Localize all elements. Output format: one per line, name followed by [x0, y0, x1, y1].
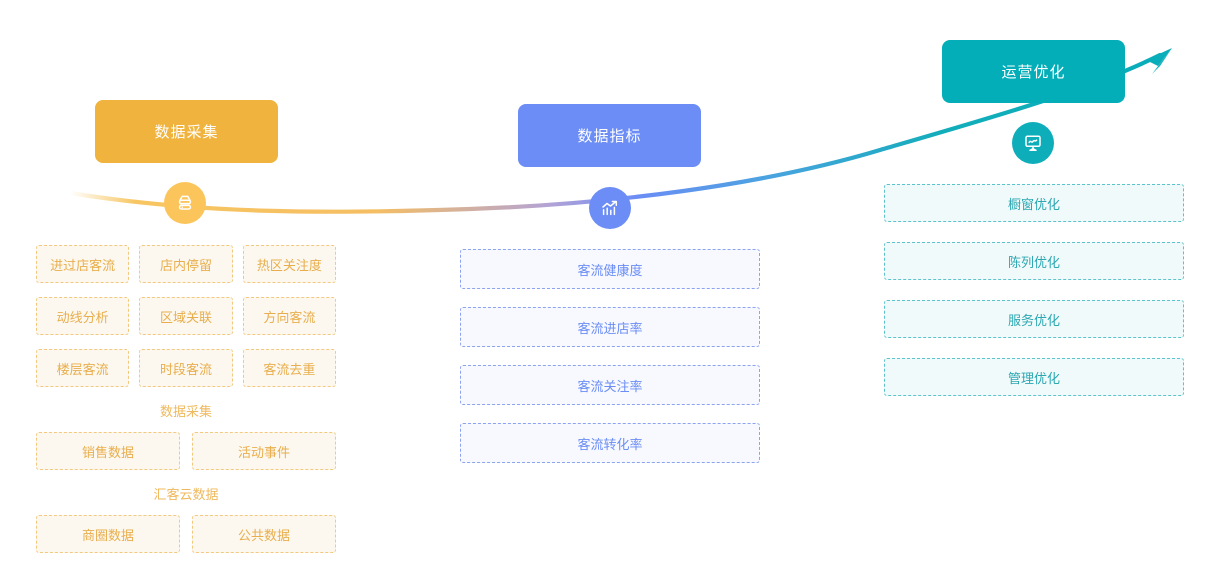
chip-label: 进过店客流 [50, 257, 116, 273]
card-operation-optimization[interactable]: 运营优化 [942, 40, 1125, 103]
chip-item[interactable]: 活动事件 [192, 432, 336, 470]
chip-item[interactable]: 商圈数据 [36, 515, 180, 553]
metric-label: 客流进店率 [577, 320, 643, 336]
metric-label: 客流健康度 [577, 262, 643, 278]
chip-row: 进过店客流 店内停留 热区关注度 [36, 245, 336, 283]
optimization-label: 服务优化 [1007, 312, 1060, 328]
chip-label: 方向客流 [263, 309, 316, 325]
chip-item[interactable]: 热区关注度 [242, 245, 336, 283]
optimization-label: 管理优化 [1007, 370, 1060, 386]
metric-item[interactable]: 客流转化率 [460, 423, 760, 463]
chip-label: 销售数据 [81, 444, 134, 460]
card-data-metrics[interactable]: 数据指标 [518, 104, 701, 167]
optimization-item[interactable]: 管理优化 [884, 358, 1184, 396]
chip-item[interactable]: 销售数据 [36, 432, 180, 470]
chip-label: 商圈数据 [81, 527, 134, 543]
node-badge-data-collection[interactable] [164, 182, 206, 224]
chip-item[interactable]: 楼层客流 [36, 349, 130, 387]
chip-row: 商圈数据 公共数据 [36, 515, 336, 553]
node-badge-data-metrics[interactable] [589, 187, 631, 229]
card-data-metrics-label: 数据指标 [577, 128, 642, 145]
chip-label: 店内停留 [159, 257, 212, 273]
card-operation-optimization-label: 运营优化 [1001, 64, 1066, 81]
card-data-collection[interactable]: 数据采集 [95, 100, 278, 163]
chip-row: 动线分析 区域关联 方向客流 [36, 297, 336, 335]
chip-label: 活动事件 [237, 444, 290, 460]
optimization-item[interactable]: 橱窗优化 [884, 184, 1184, 222]
chip-label: 热区关注度 [256, 257, 322, 273]
chip-row: 楼层客流 时段客流 客流去重 [36, 349, 336, 387]
node-badge-operation-optimization[interactable] [1012, 122, 1054, 164]
optimization-label: 橱窗优化 [1007, 196, 1060, 212]
metric-item[interactable]: 客流进店率 [460, 307, 760, 347]
chip-row: 销售数据 活动事件 [36, 432, 336, 470]
metric-label: 客流转化率 [577, 436, 643, 452]
chip-item[interactable]: 动线分析 [36, 297, 130, 335]
left-column-data-collection: 进过店客流 店内停留 热区关注度 动线分析 区域关联 方向客流 楼层客流 [36, 245, 336, 567]
chip-item[interactable]: 区域关联 [139, 297, 233, 335]
chip-item[interactable]: 公共数据 [192, 515, 336, 553]
chip-label: 动线分析 [56, 309, 109, 325]
middle-column-data-metrics: 客流健康度 客流进店率 客流关注率 客流转化率 [460, 249, 760, 481]
metric-item[interactable]: 客流健康度 [460, 249, 760, 289]
chip-label: 客流去重 [263, 361, 316, 377]
metric-label: 客流关注率 [577, 378, 643, 394]
chip-item[interactable]: 客流去重 [242, 349, 336, 387]
chip-label: 时段客流 [159, 361, 212, 377]
optimization-label: 陈列优化 [1007, 254, 1060, 270]
metric-item[interactable]: 客流关注率 [460, 365, 760, 405]
chip-label: 区域关联 [159, 309, 212, 325]
group-caption-huike-cloud: 汇客云数据 [153, 487, 219, 502]
right-column-optimization: 橱窗优化 陈列优化 服务优化 管理优化 [884, 184, 1184, 416]
chip-item[interactable]: 进过店客流 [36, 245, 130, 283]
chip-item[interactable]: 时段客流 [139, 349, 233, 387]
optimization-item[interactable]: 服务优化 [884, 300, 1184, 338]
chip-item[interactable]: 方向客流 [242, 297, 336, 335]
bar-chart-trend-icon [598, 196, 622, 220]
card-data-collection-label: 数据采集 [154, 124, 219, 141]
group-caption-data-collection: 数据采集 [159, 404, 212, 419]
chip-label: 楼层客流 [56, 361, 109, 377]
database-stack-icon [173, 191, 197, 215]
optimization-item[interactable]: 陈列优化 [884, 242, 1184, 280]
chip-label: 公共数据 [237, 527, 290, 543]
chip-item[interactable]: 店内停留 [139, 245, 233, 283]
presentation-chart-icon [1021, 131, 1045, 155]
